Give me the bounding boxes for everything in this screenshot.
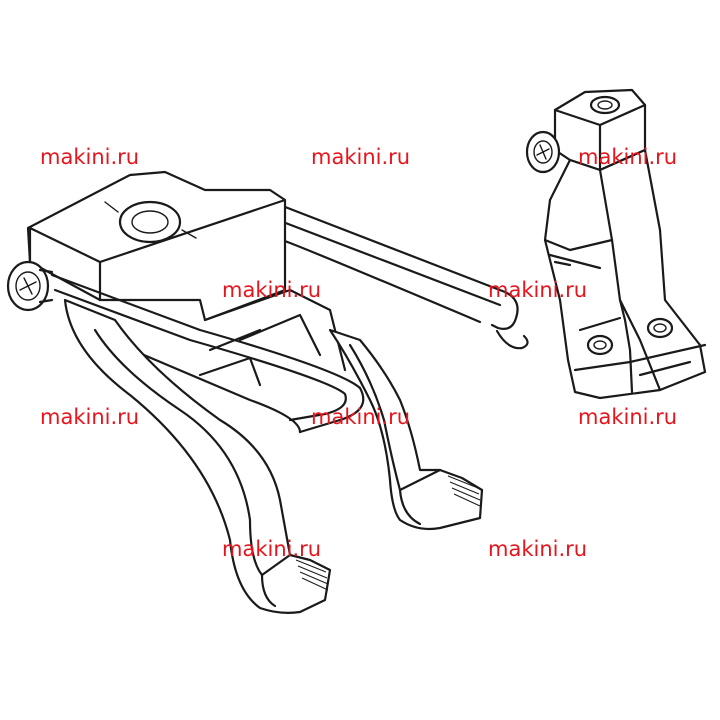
watermark-text: makini.ru — [222, 537, 322, 561]
watermark-text: makini.ru — [488, 278, 588, 302]
watermark-text: makini.ru — [311, 145, 411, 169]
watermark-text: makini.ru — [578, 145, 678, 169]
presser-foot-with-wire-guide — [6, 170, 529, 614]
watermark-text: makini.ru — [40, 145, 140, 169]
watermark-text: makini.ru — [488, 537, 588, 561]
watermark-text: makini.ru — [222, 278, 322, 302]
watermark-text: makini.ru — [578, 405, 678, 429]
watermark-text: makini.ru — [311, 405, 411, 429]
watermark-text: makini.ru — [40, 405, 140, 429]
small-presser-foot — [525, 88, 707, 400]
